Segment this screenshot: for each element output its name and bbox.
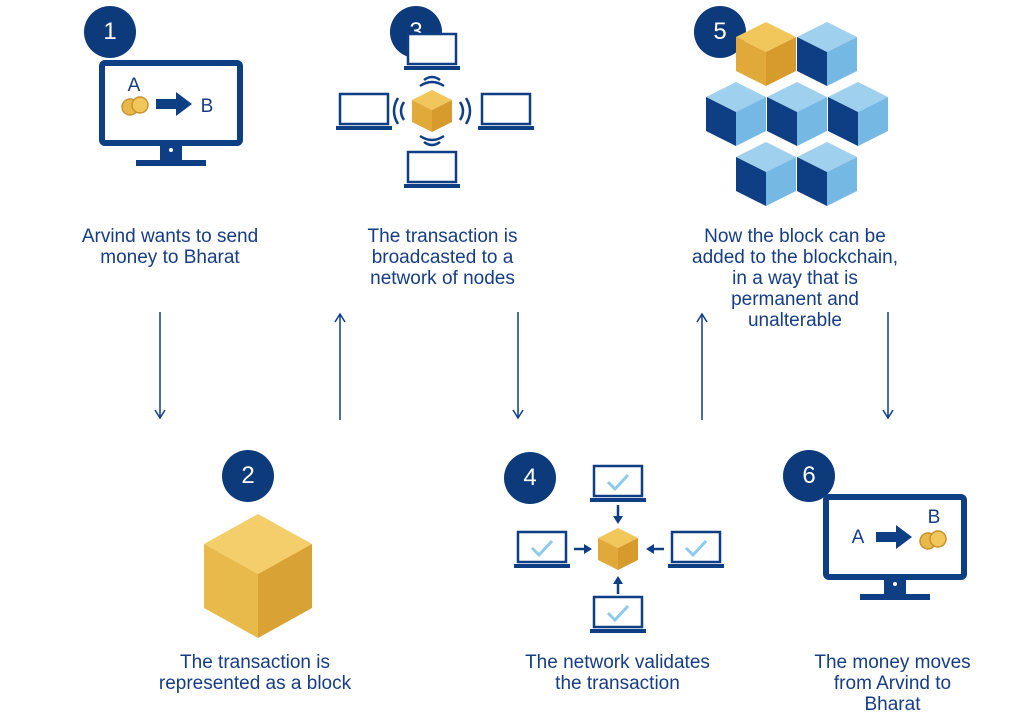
step-1-label-from: A (128, 75, 141, 96)
step-2-caption: The transaction is represented as a bloc… (158, 652, 352, 694)
monitor-icon-step-1: A B (99, 60, 243, 166)
step-4-badge: 4 (504, 452, 556, 504)
step-6-label-from: A (852, 527, 865, 548)
flow-arrow-5-to-6 (882, 312, 894, 420)
flow-arrow-2-to-3 (334, 312, 346, 420)
flow-arrow-4-to-5 (696, 312, 708, 420)
step-3-caption: The transaction is broadcasted to a netw… (367, 226, 518, 289)
step-6-caption: The money moves from Arvind to Bharat (814, 652, 971, 715)
blockchain-cubes-icon-step-5 (706, 22, 888, 206)
step-6-badge: 6 (783, 450, 835, 502)
step-1-badge: 1 (84, 6, 136, 58)
step-1-caption: Arvind wants to send money to Bharat (81, 226, 259, 268)
validation-icon-step-4 (512, 464, 726, 635)
block-icon-step-2 (204, 514, 312, 638)
flow-arrow-3-to-4 (512, 312, 524, 420)
step-6-label-to: B (928, 507, 941, 528)
step-2-badge: 2 (222, 450, 274, 502)
flow-arrow-1-to-2 (154, 312, 166, 420)
step-1-label-to: B (201, 96, 214, 117)
monitor-icon-step-6: A B (823, 494, 967, 600)
step-5-caption: Now the block can be added to the blockc… (692, 226, 898, 331)
broadcast-icon-step-3 (334, 32, 536, 190)
step-4-caption: The network validates the transaction (525, 652, 710, 694)
